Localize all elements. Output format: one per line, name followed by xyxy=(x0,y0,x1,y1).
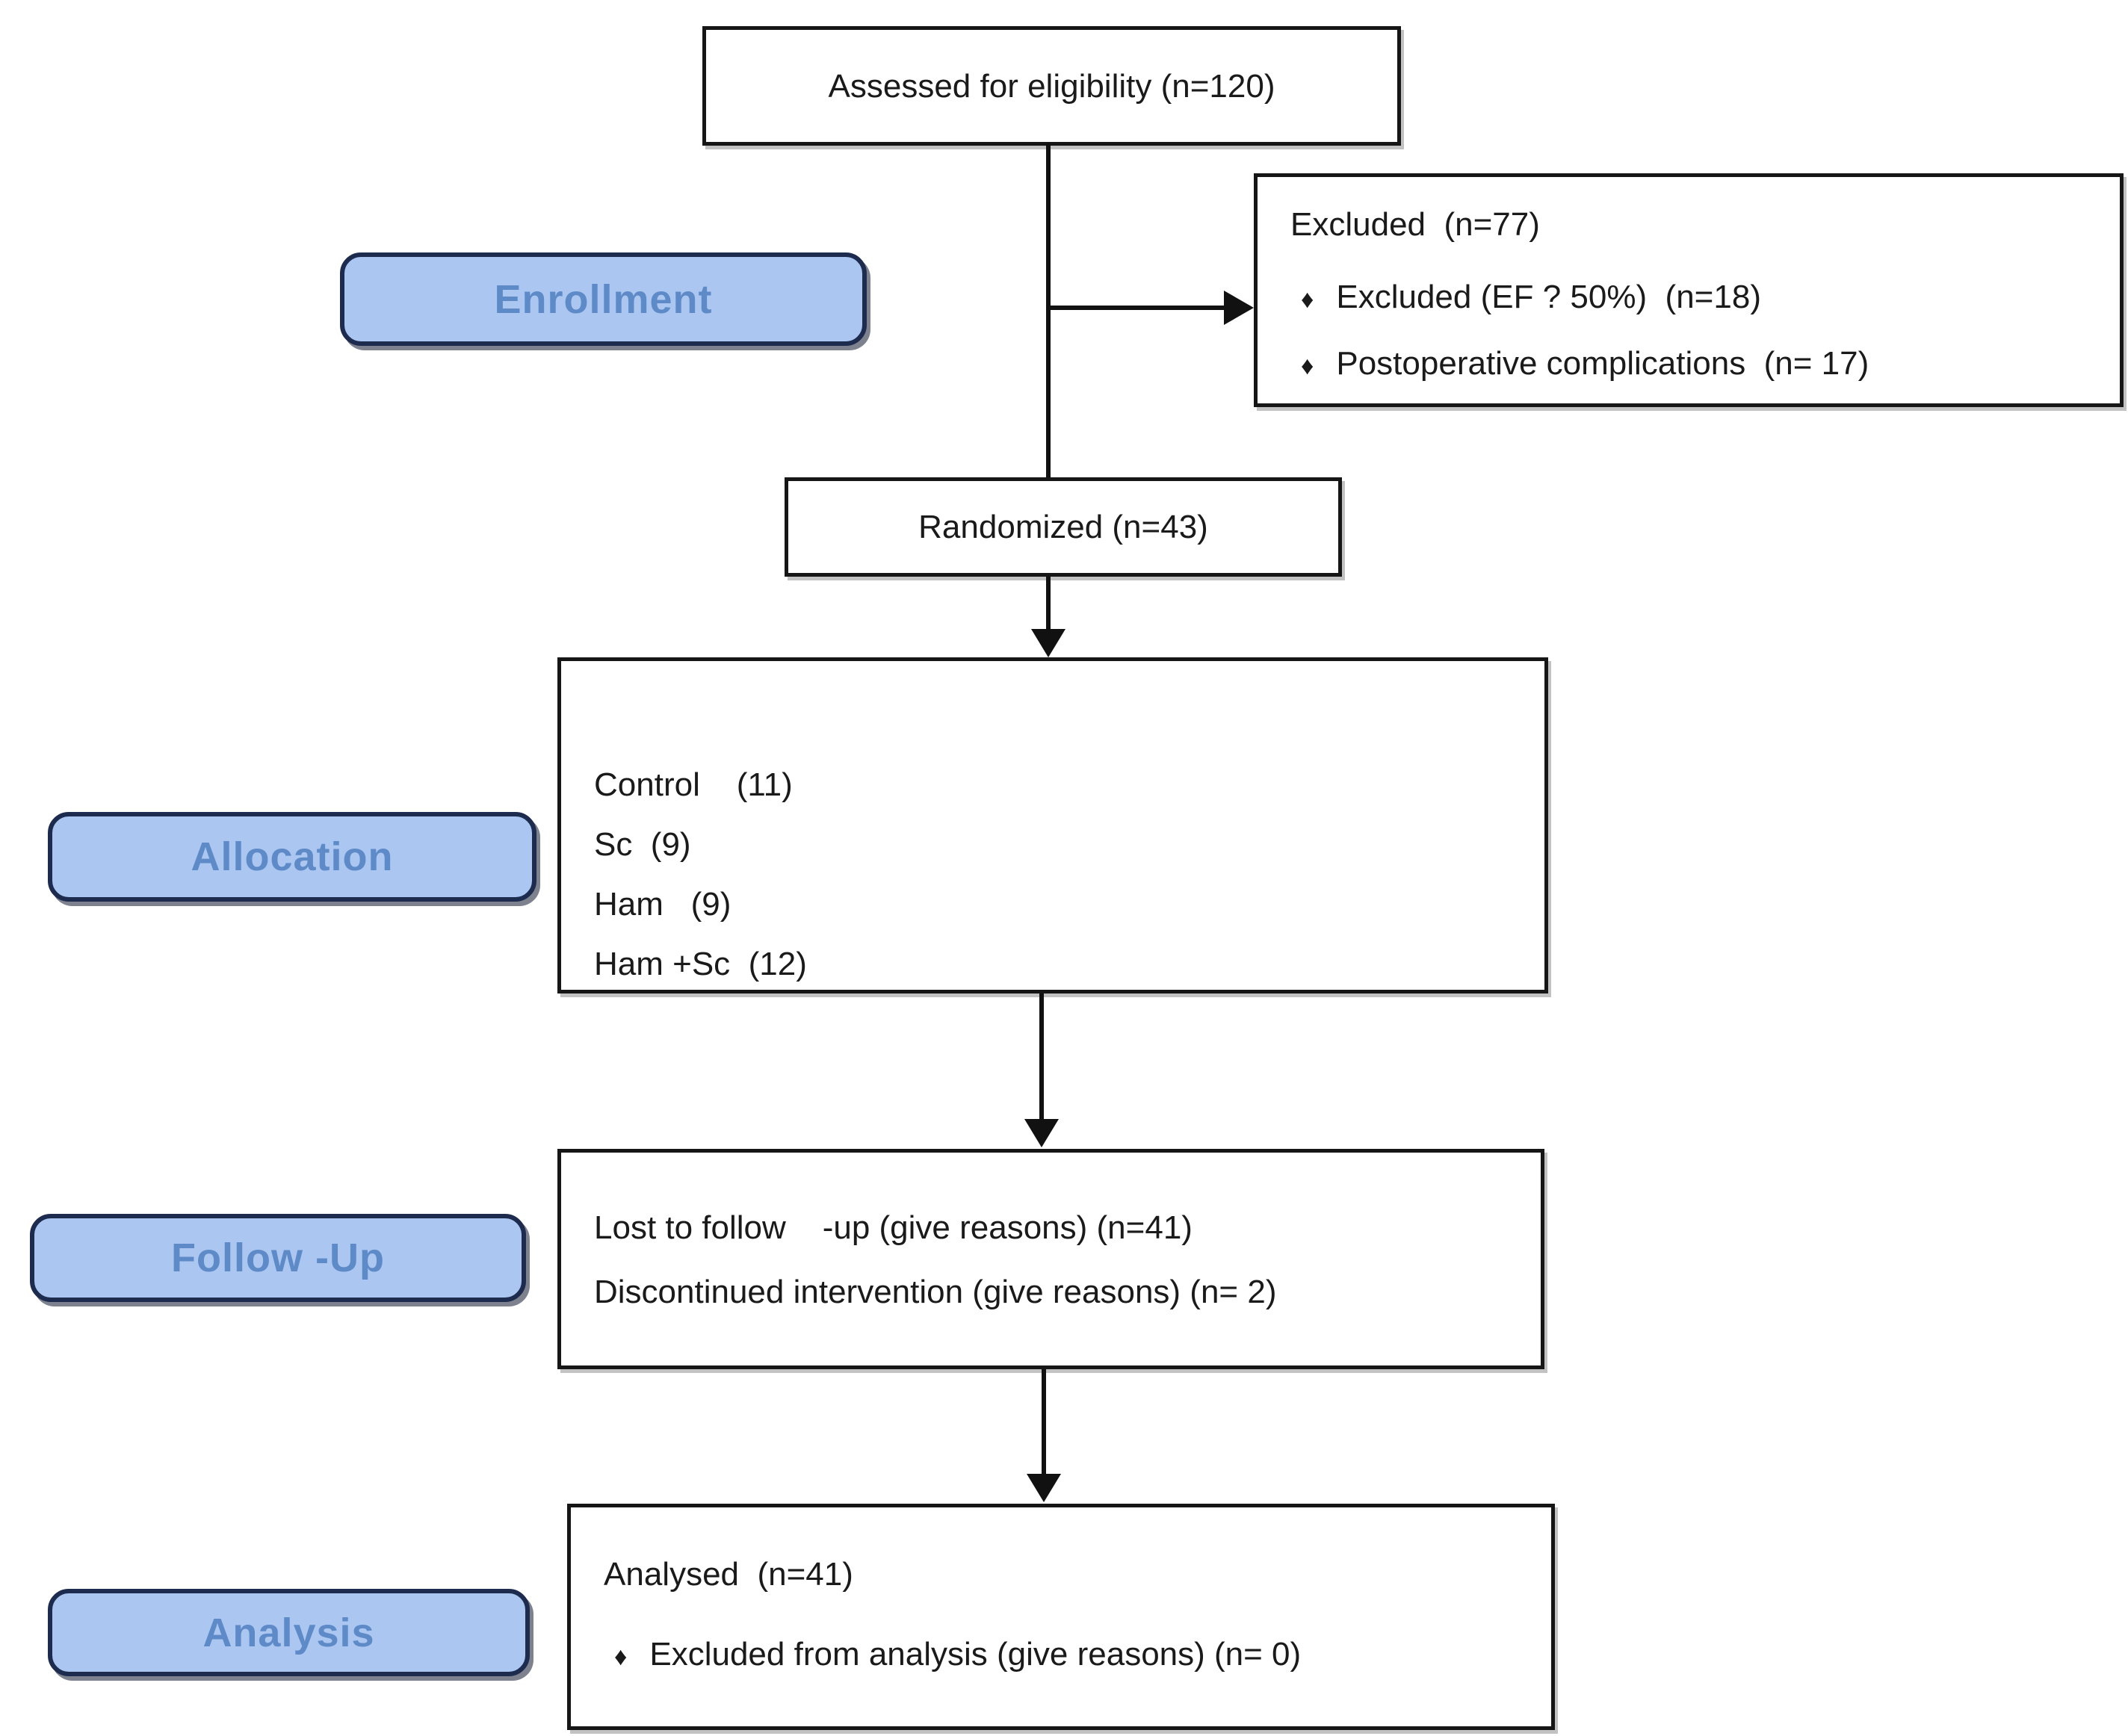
enrollment-stage-label: Enrollment xyxy=(340,252,867,346)
randomized-text: Randomized (n=43) xyxy=(918,509,1208,545)
excluded-box: Excluded (n=77) ♦ Excluded (EF ? 50%) (n… xyxy=(1254,173,2124,407)
allocation-line-sc: Sc (9) xyxy=(594,826,691,863)
arrowhead-into-analysis xyxy=(1027,1474,1061,1502)
diamond-bullet-icon: ♦ xyxy=(614,1643,628,1671)
followup-line-lost: Lost to follow -up (give reasons) (n=41) xyxy=(594,1209,1193,1246)
connector-assessed-to-randomized xyxy=(1046,143,1051,480)
arrowhead-into-excluded xyxy=(1224,291,1254,325)
connector-allocation-to-followup xyxy=(1039,993,1044,1122)
analysis-item-excluded: ♦ Excluded from analysis (give reasons) … xyxy=(614,1636,1302,1673)
assessed-eligibility-text: Assessed for eligibility (n=120) xyxy=(828,67,1275,105)
assessed-eligibility-box: Assessed for eligibility (n=120) xyxy=(702,26,1401,146)
allocation-stage-label-text: Allocation xyxy=(191,834,394,879)
followup-line-discontinued: Discontinued intervention (give reasons)… xyxy=(594,1274,1277,1310)
diamond-bullet-icon: ♦ xyxy=(1301,285,1314,314)
connector-randomized-to-allocation xyxy=(1046,577,1051,632)
analysis-box: Analysed (n=41) ♦ Excluded from analysis… xyxy=(567,1504,1555,1730)
allocation-box: Control (11) Sc (9) Ham (9) Ham +Sc (12) xyxy=(557,657,1548,993)
followup-stage-label-text: Follow -Up xyxy=(171,1236,385,1280)
analysis-stage-label-text: Analysis xyxy=(202,1610,375,1655)
connector-followup-to-analysis xyxy=(1042,1369,1046,1477)
enrollment-stage-label-text: Enrollment xyxy=(494,276,713,322)
excluded-item-postoperative: ♦ Postoperative complications (n= 17) xyxy=(1301,345,1869,382)
arrowhead-into-allocation xyxy=(1031,629,1065,657)
allocation-line-ham-sc: Ham +Sc (12) xyxy=(594,946,807,982)
followup-box: Lost to follow -up (give reasons) (n=41)… xyxy=(557,1149,1544,1369)
allocation-line-ham: Ham (9) xyxy=(594,886,732,923)
excluded-item-ef: ♦ Excluded (EF ? 50%) (n=18) xyxy=(1301,279,1761,315)
diamond-bullet-icon: ♦ xyxy=(1301,352,1314,380)
allocation-stage-label: Allocation xyxy=(48,812,536,902)
analysis-title: Analysed (n=41) xyxy=(604,1556,853,1593)
excluded-title: Excluded (n=77) xyxy=(1290,206,1540,243)
connector-branch-to-excluded xyxy=(1046,306,1225,310)
analysis-stage-label: Analysis xyxy=(48,1589,530,1676)
arrowhead-into-followup xyxy=(1024,1119,1059,1147)
randomized-box: Randomized (n=43) xyxy=(785,477,1342,577)
allocation-line-control: Control (11) xyxy=(594,766,793,803)
followup-stage-label: Follow -Up xyxy=(30,1214,526,1302)
